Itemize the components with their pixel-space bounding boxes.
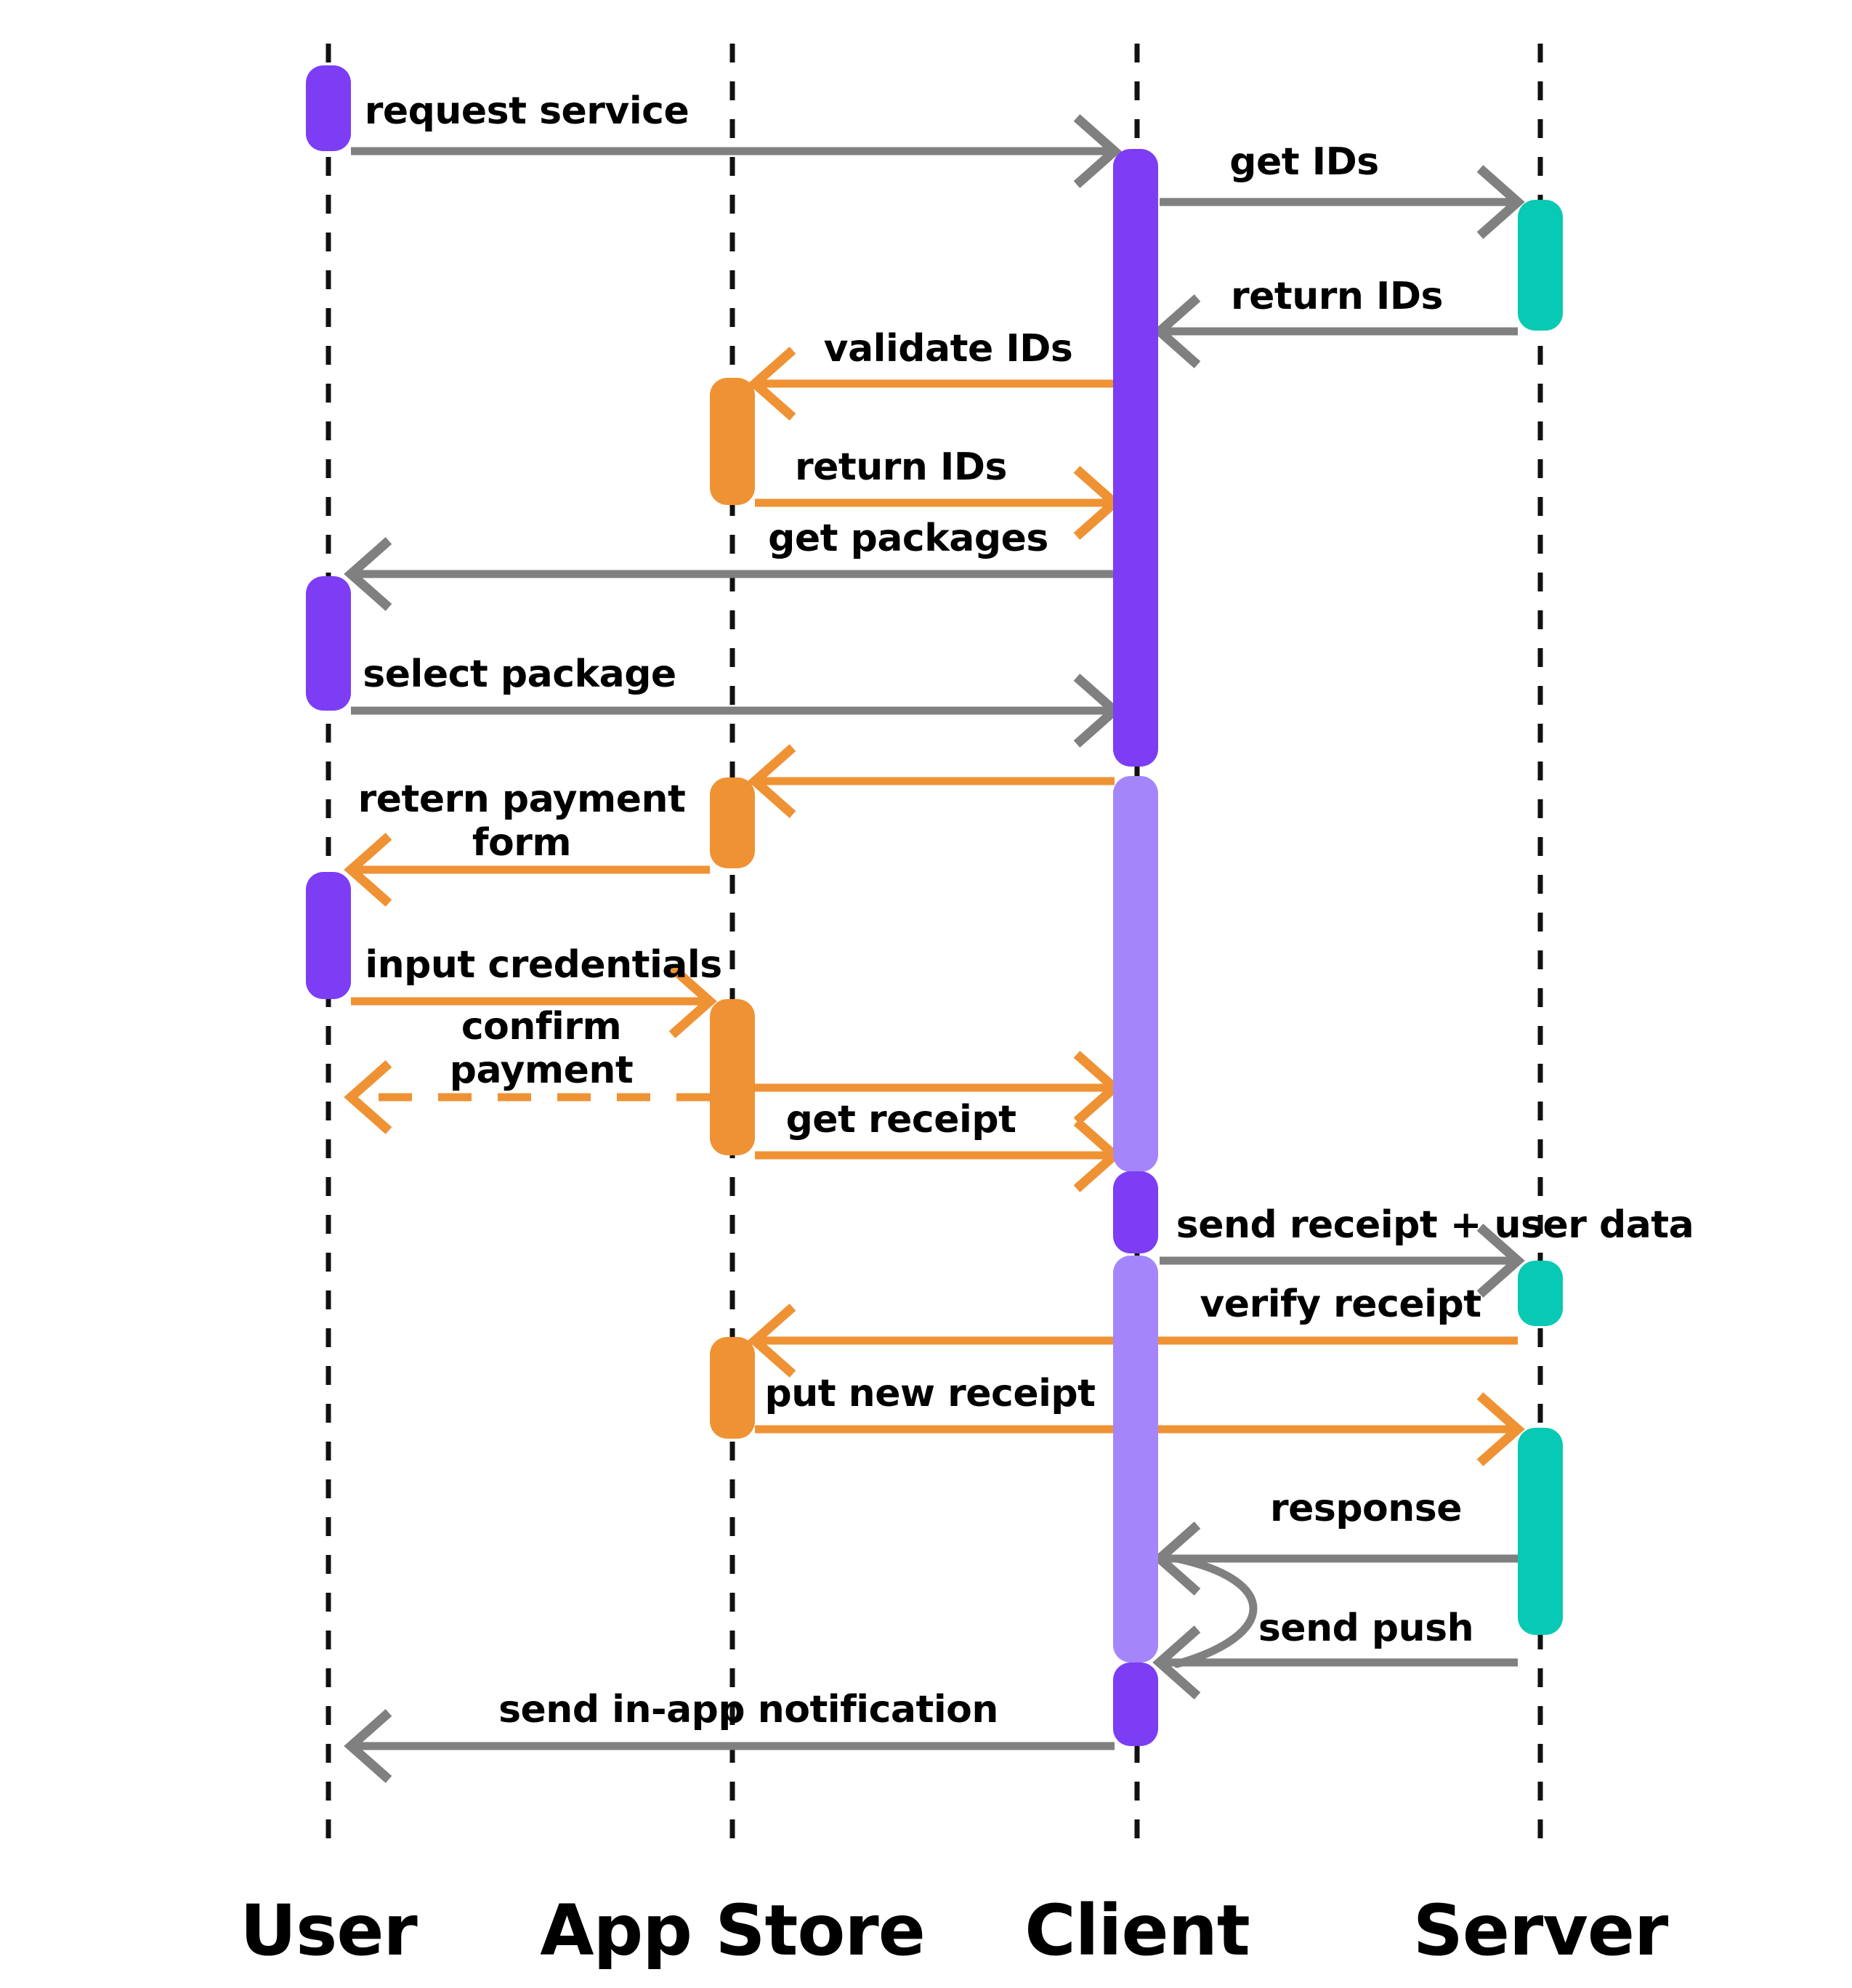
- arrow-head: [344, 537, 392, 611]
- activation-bar-client: [1113, 149, 1158, 767]
- message-m19: [344, 1709, 1115, 1783]
- activation-bar-appstore: [710, 378, 755, 505]
- arrow-head: [1476, 165, 1525, 239]
- message-m03: [1152, 294, 1518, 368]
- activation-bar-user: [306, 576, 351, 711]
- activation-bar-user: [306, 872, 351, 999]
- activations-group: [306, 65, 1563, 1746]
- message-labels-group: request service get IDs return IDs validate…: [358, 89, 1694, 1732]
- arrow-head: [1476, 1224, 1525, 1298]
- actor-label-appstore: App Store: [540, 1890, 925, 1971]
- self-message-curve: [1173, 1554, 1258, 1668]
- message-label-m15: verify receipt: [1200, 1282, 1481, 1326]
- message-label-m16: put new receipt: [764, 1372, 1095, 1415]
- arrow-head: [748, 1304, 796, 1378]
- arrow-head: [748, 347, 796, 421]
- message-label-m01: request service: [365, 89, 690, 133]
- activation-bar-server: [1518, 200, 1563, 331]
- message-m11: [344, 1060, 710, 1134]
- arrow-head: [1152, 1522, 1201, 1596]
- message-m10: [351, 964, 717, 1038]
- message-label-m04: validate IDs: [824, 327, 1073, 371]
- message-m14: [1160, 1224, 1525, 1298]
- arrow-head: [1073, 114, 1122, 188]
- message-label-m19: send in-app notification: [498, 1688, 998, 1732]
- arrow-head: [344, 833, 392, 907]
- message-m02: [1160, 165, 1525, 239]
- actor-label-server: Server: [1413, 1890, 1669, 1971]
- message-label-m05: return IDs: [795, 445, 1007, 489]
- activation-bar-client: [1113, 1256, 1158, 1662]
- actor-label-client: Client: [1024, 1890, 1250, 1971]
- message-m01: [351, 114, 1122, 188]
- activation-bar-server: [1518, 1428, 1563, 1635]
- activation-bar-client: [1113, 1662, 1158, 1746]
- activation-bar-client: [1113, 776, 1158, 1172]
- message-label-m07: select package: [363, 652, 676, 696]
- message-m17: [1152, 1522, 1518, 1596]
- actor-labels-group: User App Store Client Server: [240, 1890, 1670, 1971]
- arrow-head: [344, 1709, 392, 1783]
- arrow-head: [748, 744, 796, 818]
- activation-bar-appstore: [710, 999, 755, 1155]
- arrow-head: [1152, 1625, 1201, 1700]
- message-m18: [1152, 1625, 1518, 1700]
- message-m08: [748, 744, 1115, 818]
- message-label-m18: send push: [1258, 1607, 1473, 1650]
- message-label-m14: send receipt + user data: [1176, 1203, 1694, 1247]
- message-m04: [748, 347, 1115, 421]
- actor-label-user: User: [240, 1890, 418, 1971]
- message-label-m13: get receipt: [786, 1098, 1016, 1142]
- message-label-m10: input credentials: [365, 943, 721, 987]
- activation-bar-appstore: [710, 777, 755, 868]
- activation-bar-client: [1113, 1171, 1158, 1253]
- message-m09: [344, 833, 710, 907]
- message-label-m03: return IDs: [1231, 275, 1443, 318]
- arrow-head: [344, 1060, 392, 1134]
- arrow-head: [668, 964, 717, 1038]
- activation-bar-server: [1518, 1261, 1563, 1326]
- arrow-head: [1152, 294, 1201, 368]
- message-label-m17: response: [1270, 1487, 1462, 1530]
- self-message-curve-group: [1173, 1554, 1258, 1668]
- activation-bar-user: [306, 65, 351, 151]
- message-label-m06: get packages: [768, 517, 1048, 560]
- arrow-head: [1476, 1392, 1525, 1466]
- message-m06: [344, 537, 1115, 611]
- message-label-m02: get IDs: [1229, 140, 1378, 184]
- activation-bar-appstore: [710, 1337, 755, 1439]
